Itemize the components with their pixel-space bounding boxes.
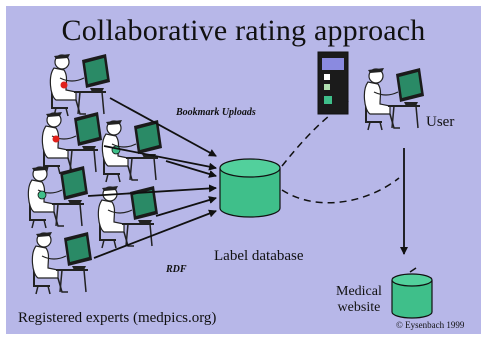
expert-figure — [27, 165, 89, 229]
medical-website-cylinder — [391, 267, 433, 319]
expert-badge-red — [52, 135, 60, 143]
medical-website-label-line2: website — [337, 300, 381, 315]
expert-figure — [31, 231, 93, 295]
dashed-arc-to-user — [281, 177, 400, 204]
label-database-label: Label database — [214, 248, 304, 264]
user-label: User — [426, 114, 455, 130]
handheld-device — [317, 51, 349, 115]
user-figure — [363, 67, 425, 131]
label-database-cylinder — [219, 158, 281, 218]
bookmark-uploads-label: Bookmark Uploads — [176, 107, 256, 118]
expert-figure — [49, 53, 111, 117]
rdf-label: RDF — [166, 264, 187, 275]
medical-website-label-line1: Medical — [336, 284, 382, 299]
expert-badge-globe — [37, 190, 47, 200]
expert-badge-red — [60, 81, 68, 89]
copyright-label: © Eysenbach 1999 — [396, 320, 465, 330]
expert-figure — [41, 111, 103, 175]
diagram-title: Collaborative rating approach — [61, 14, 426, 47]
diagram-graphics — [27, 51, 433, 319]
medical-website-label: Medical website — [336, 284, 382, 316]
registered-experts-label: Registered experts (medpics.org) — [18, 310, 217, 326]
upload-arrows — [87, 97, 217, 259]
diagram-canvas: Collaborative rating approach — [6, 6, 481, 334]
